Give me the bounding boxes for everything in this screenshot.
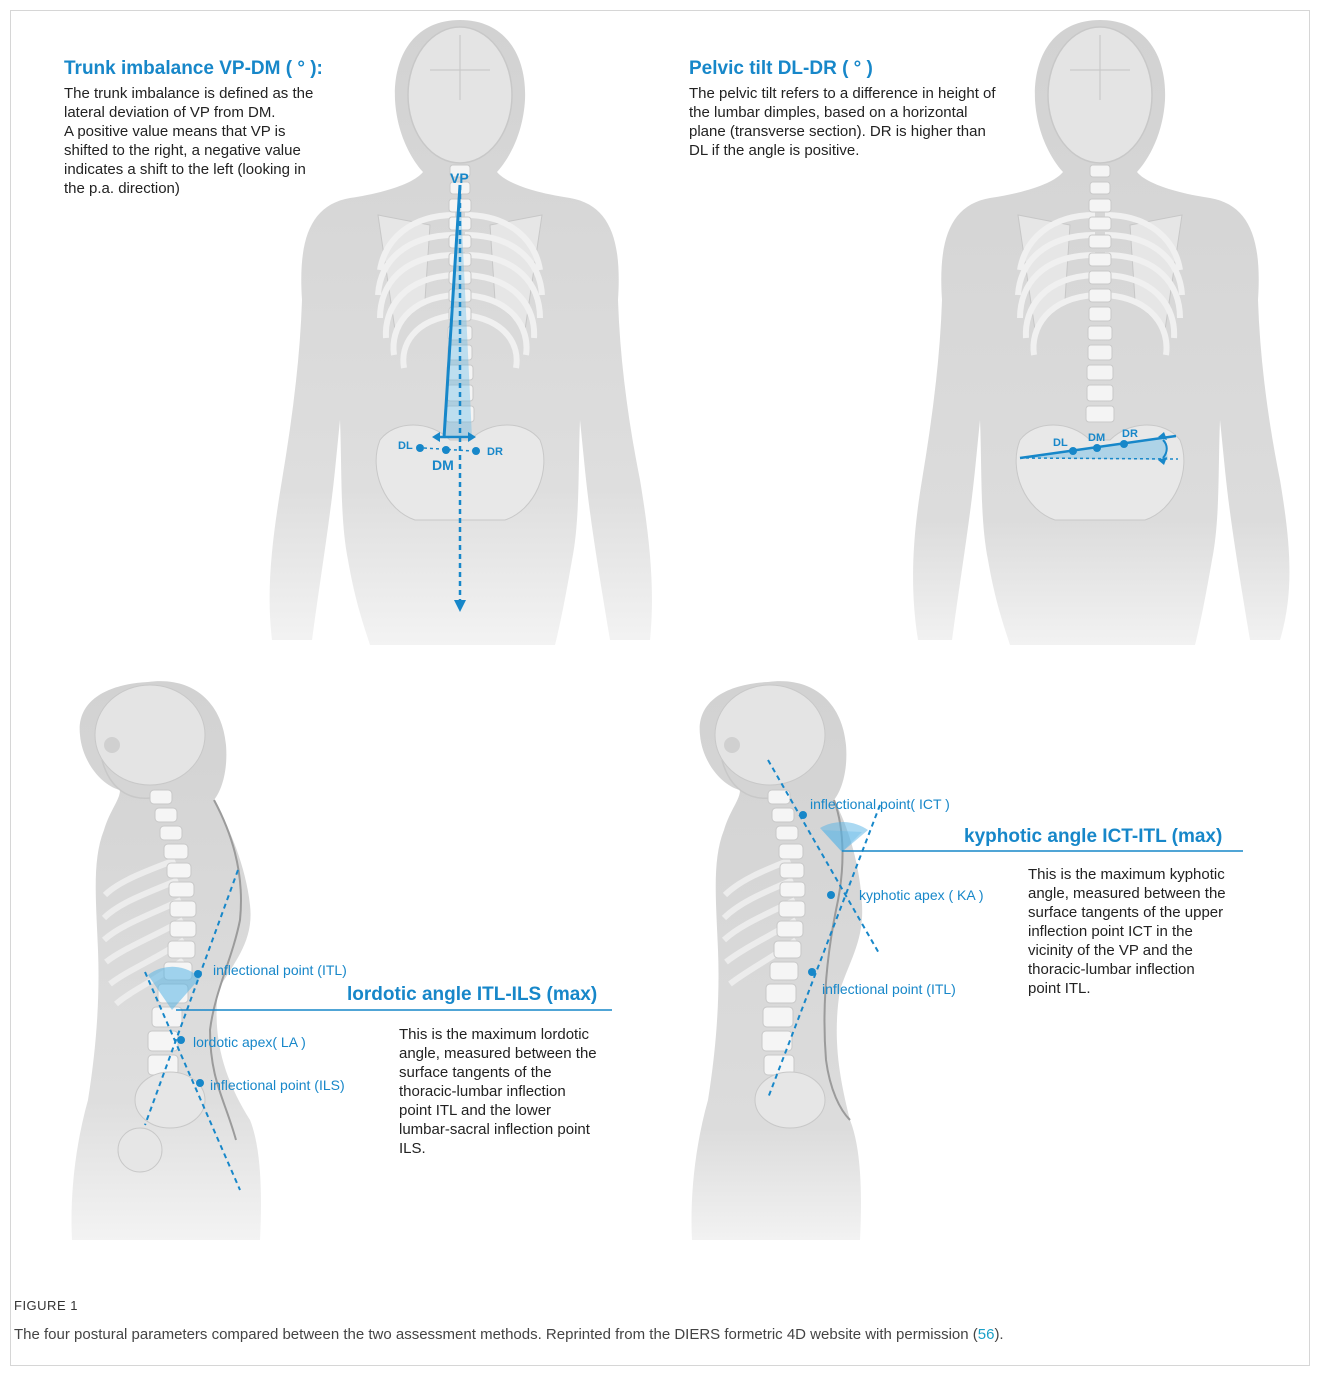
label-dl: DL xyxy=(398,440,413,452)
label-pelvic-dl: DL xyxy=(1053,437,1068,449)
lordotic-line-6: lumbar-sacral inflection point xyxy=(399,1120,610,1139)
caption-end: ). xyxy=(994,1326,1003,1343)
label-dr: DR xyxy=(487,446,503,458)
lordotic-line-4: thoracic-lumbar inflection xyxy=(399,1082,610,1101)
kyphotic-line-7: point ITL. xyxy=(1028,979,1242,998)
pelvic-line-4: DL if the angle is positive. xyxy=(689,141,1019,160)
label-pelvic-dr: DR xyxy=(1122,428,1138,440)
pelvic-line-2: the lumbar dimples, based on a horizonta… xyxy=(689,103,1019,122)
lordotic-line-3: surface tangents of the xyxy=(399,1063,610,1082)
trunk-imbalance-description: The trunk imbalance is defined as the la… xyxy=(64,84,354,198)
pelvic-tilt-description: The pelvic tilt refers to a difference i… xyxy=(689,84,1019,160)
label-dm: DM xyxy=(432,457,454,473)
trunk-line-1: The trunk imbalance is defined as the xyxy=(64,84,354,103)
kyphotic-line-2: angle, measured between the xyxy=(1028,884,1242,903)
kyphotic-line-5: vicinity of the VP and the xyxy=(1028,941,1242,960)
label-ils: inflectional point (ILS) xyxy=(210,1077,345,1093)
lordotic-angle-title: lordotic angle ITL-ILS (max) xyxy=(347,984,597,1006)
lordotic-line-7: ILS. xyxy=(399,1139,610,1158)
trunk-line-6: the p.a. direction) xyxy=(64,179,354,198)
trunk-line-4: shifted to the right, a negative value xyxy=(64,141,354,160)
figure-caption: The four postural parameters compared be… xyxy=(14,1326,1004,1343)
trunk-line-5: indicates a shift to the left (looking i… xyxy=(64,160,354,179)
label-kyphotic-apex: kyphotic apex ( KA ) xyxy=(859,887,984,903)
kyphotic-angle-description: This is the maximum kyphotic angle, meas… xyxy=(1028,865,1242,998)
pelvic-line-1: The pelvic tilt refers to a difference i… xyxy=(689,84,1019,103)
lordotic-line-1: This is the maximum lordotic xyxy=(399,1025,610,1044)
trunk-line-3: A positive value means that VP is xyxy=(64,122,354,141)
pelvic-line-3: plane (transverse section). DR is higher… xyxy=(689,122,1019,141)
kyphotic-line-4: inflection point ICT in the xyxy=(1028,922,1242,941)
label-lordotic-apex: lordotic apex( LA ) xyxy=(193,1034,306,1050)
figure-label: FIGURE 1 xyxy=(14,1298,78,1313)
lordotic-line-2: angle, measured between the xyxy=(399,1044,610,1063)
trunk-imbalance-title: Trunk imbalance VP-DM ( ° ): xyxy=(64,58,323,80)
label-ict: inflectional point( ICT ) xyxy=(810,796,950,812)
label-pelvic-dm: DM xyxy=(1088,432,1105,444)
caption-text: The four postural parameters compared be… xyxy=(14,1326,978,1343)
label-vp: VP xyxy=(450,170,469,186)
lordotic-line-5: point ITL and the lower xyxy=(399,1101,610,1120)
kyphotic-line-1: This is the maximum kyphotic xyxy=(1028,865,1242,884)
label-itl-lordotic: inflectional point (ITL) xyxy=(213,962,347,978)
lordotic-angle-description: This is the maximum lordotic angle, meas… xyxy=(399,1025,610,1158)
kyphotic-line-3: surface tangents of the upper xyxy=(1028,903,1242,922)
kyphotic-angle-title: kyphotic angle ICT-ITL (max) xyxy=(964,826,1222,848)
reference-link[interactable]: 56 xyxy=(978,1326,995,1343)
label-itl-kyphotic: inflectional point (ITL) xyxy=(822,981,956,997)
pelvic-tilt-title: Pelvic tilt DL-DR ( ° ) xyxy=(689,58,873,80)
trunk-line-2: lateral deviation of VP from DM. xyxy=(64,103,354,122)
kyphotic-line-6: thoracic-lumbar inflection xyxy=(1028,960,1242,979)
